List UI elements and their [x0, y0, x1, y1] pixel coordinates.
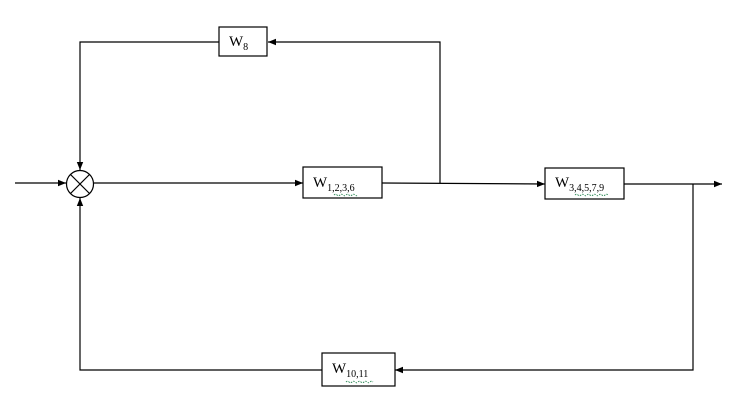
block-w1-2-3-6: W1,2,3,6	[302, 166, 383, 199]
block-w1-main: W	[313, 175, 328, 191]
block-w3-main: W	[555, 175, 570, 191]
feedback-wire-upper-right	[268, 38, 441, 183]
svg-text:W3,4,5,7,9: W3,4,5,7,9	[555, 175, 604, 194]
feedback-wire-upper-left	[76, 41, 219, 170]
spellcheck-underline-w10	[345, 380, 374, 384]
forward-wire-2	[381, 180, 546, 188]
block-w3-sub: 3,4,5,7,9	[569, 183, 604, 194]
block-w10-sub: 10,11	[346, 369, 368, 380]
block-w10-11: W10,11	[321, 352, 396, 387]
summing-junction	[65, 169, 95, 199]
svg-text:W10,11: W10,11	[332, 361, 368, 380]
spellcheck-underline-w3	[574, 193, 609, 197]
block-w8-main: W	[229, 34, 244, 50]
feedback-wire-lower-left	[76, 198, 322, 371]
block-w1-sub: 1,2,3,6	[327, 183, 355, 194]
svg-text:W8: W8	[229, 34, 248, 53]
feedback-wire-lower-right	[395, 184, 694, 374]
block-w3-4-5-7-9: W3,4,5,7,9	[544, 167, 625, 200]
svg-text:W1,2,3,6: W1,2,3,6	[313, 175, 355, 194]
block-w10-main: W	[332, 361, 347, 377]
spellcheck-underline-w1	[333, 193, 359, 197]
block-w8-sub: 8	[243, 42, 248, 53]
block-w8: W8	[218, 26, 268, 57]
